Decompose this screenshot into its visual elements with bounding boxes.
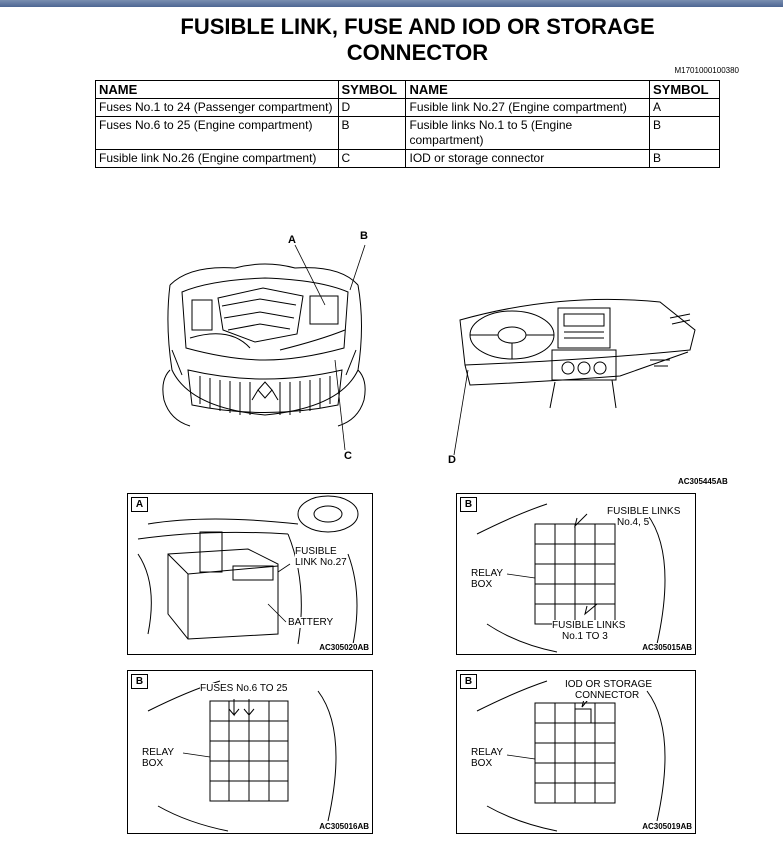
table-row: Fusible link No.26 (Engine compartment) … [95, 149, 720, 168]
table-cell: Fuses No.1 to 24 (Passenger compartment) [95, 98, 339, 117]
panel-a-badge: A [131, 497, 148, 512]
panel-b-fuses-photo: B FUSES No.6 TO 25 RELAY BOX AC305016AB [127, 670, 373, 834]
overview-reference-code: AC305445AB [678, 477, 728, 486]
header-symbol-1: SYMBOL [337, 80, 407, 99]
header-name-1: NAME [95, 80, 339, 99]
table-cell: B [649, 116, 720, 150]
table-header-row: NAME SYMBOL NAME SYMBOL [95, 80, 720, 99]
panel-a-label-battery: BATTERY [288, 617, 334, 628]
panel-b-fusible-links-photo: B FUSIBLE LINKS No.4, 5 RELAY BOX FUSIBL… [456, 493, 696, 655]
panel-b2-label-box: BOX [142, 758, 164, 769]
panel-b1-reference-code: AC305015AB [642, 643, 692, 652]
dashboard-illustration [453, 298, 696, 456]
page-title-line-1: FUSIBLE LINK, FUSE AND IOD OR STORAGE [180, 14, 655, 39]
panel-b3-label-iod-storage: IOD OR STORAGE [565, 679, 653, 690]
panel-b1-label-no1-to-3: No.1 TO 3 [562, 631, 608, 642]
panel-b1-badge: B [460, 497, 477, 512]
header-symbol-2: SYMBOL [649, 80, 720, 99]
panel-b2-label-relay: RELAY [142, 747, 175, 758]
table-cell: D [337, 98, 407, 117]
panel-b3-reference-code: AC305019AB [642, 822, 692, 831]
panel-b3-badge: B [460, 674, 477, 689]
panel-b3-label-connector: CONNECTOR [575, 690, 640, 701]
table-cell: Fusible link No.26 (Engine compartment) [95, 149, 339, 168]
document-id: M1701000100380 [674, 66, 739, 75]
panel-a-label-link-no27: LINK No.27 [295, 557, 347, 568]
table-cell: Fusible links No.1 to 5 (Engine compartm… [405, 116, 650, 150]
callout-b: B [360, 230, 368, 242]
panel-b2-label-fuses: FUSES No.6 TO 25 [200, 683, 288, 694]
panel-b1-label-fusible-links-2: FUSIBLE LINKS [552, 620, 626, 631]
table-cell: Fusible link No.27 (Engine compartment) [405, 98, 650, 117]
panel-a-label-fusible: FUSIBLE [295, 546, 337, 557]
callout-a: A [288, 234, 296, 246]
engine-bay-illustration [162, 244, 366, 451]
table-cell: Fuses No.6 to 25 (Engine compartment) [95, 116, 339, 150]
window-top-bar [0, 0, 783, 7]
page-title-line-2: CONNECTOR [346, 40, 489, 65]
panel-b1-label-relay: RELAY [471, 568, 504, 579]
panel-b3-label-box: BOX [471, 758, 493, 769]
panel-b3-label-relay: RELAY [471, 747, 504, 758]
callout-d: D [448, 454, 456, 466]
header-name-2: NAME [405, 80, 650, 99]
table-cell: B [649, 149, 720, 168]
panel-b2-reference-code: AC305016AB [319, 822, 369, 831]
panel-b1-label-no4-5: No.4, 5 [617, 517, 650, 528]
table-row: Fuses No.6 to 25 (Engine compartment) B … [95, 116, 720, 150]
location-table: NAME SYMBOL NAME SYMBOL Fuses No.1 to 24… [95, 80, 720, 168]
panel-b2-badge: B [131, 674, 148, 689]
table-cell: A [649, 98, 720, 117]
table-cell: IOD or storage connector [405, 149, 650, 168]
table-cell: C [337, 149, 407, 168]
table-cell: B [337, 116, 407, 150]
panel-b-iod-connector-photo: B IOD OR STORAGE CONNECTOR RELAY BOX AC3… [456, 670, 696, 834]
table-row: Fuses No.1 to 24 (Passenger compartment)… [95, 98, 720, 117]
panel-a-photo: A FUSIBLE LINK No.27 BATTERY AC305020AB [127, 493, 373, 655]
panel-b1-label-box: BOX [471, 579, 493, 590]
panel-a-reference-code: AC305020AB [319, 643, 369, 652]
panel-b1-label-fusible-links: FUSIBLE LINKS [607, 506, 681, 517]
callout-c: C [344, 450, 352, 462]
